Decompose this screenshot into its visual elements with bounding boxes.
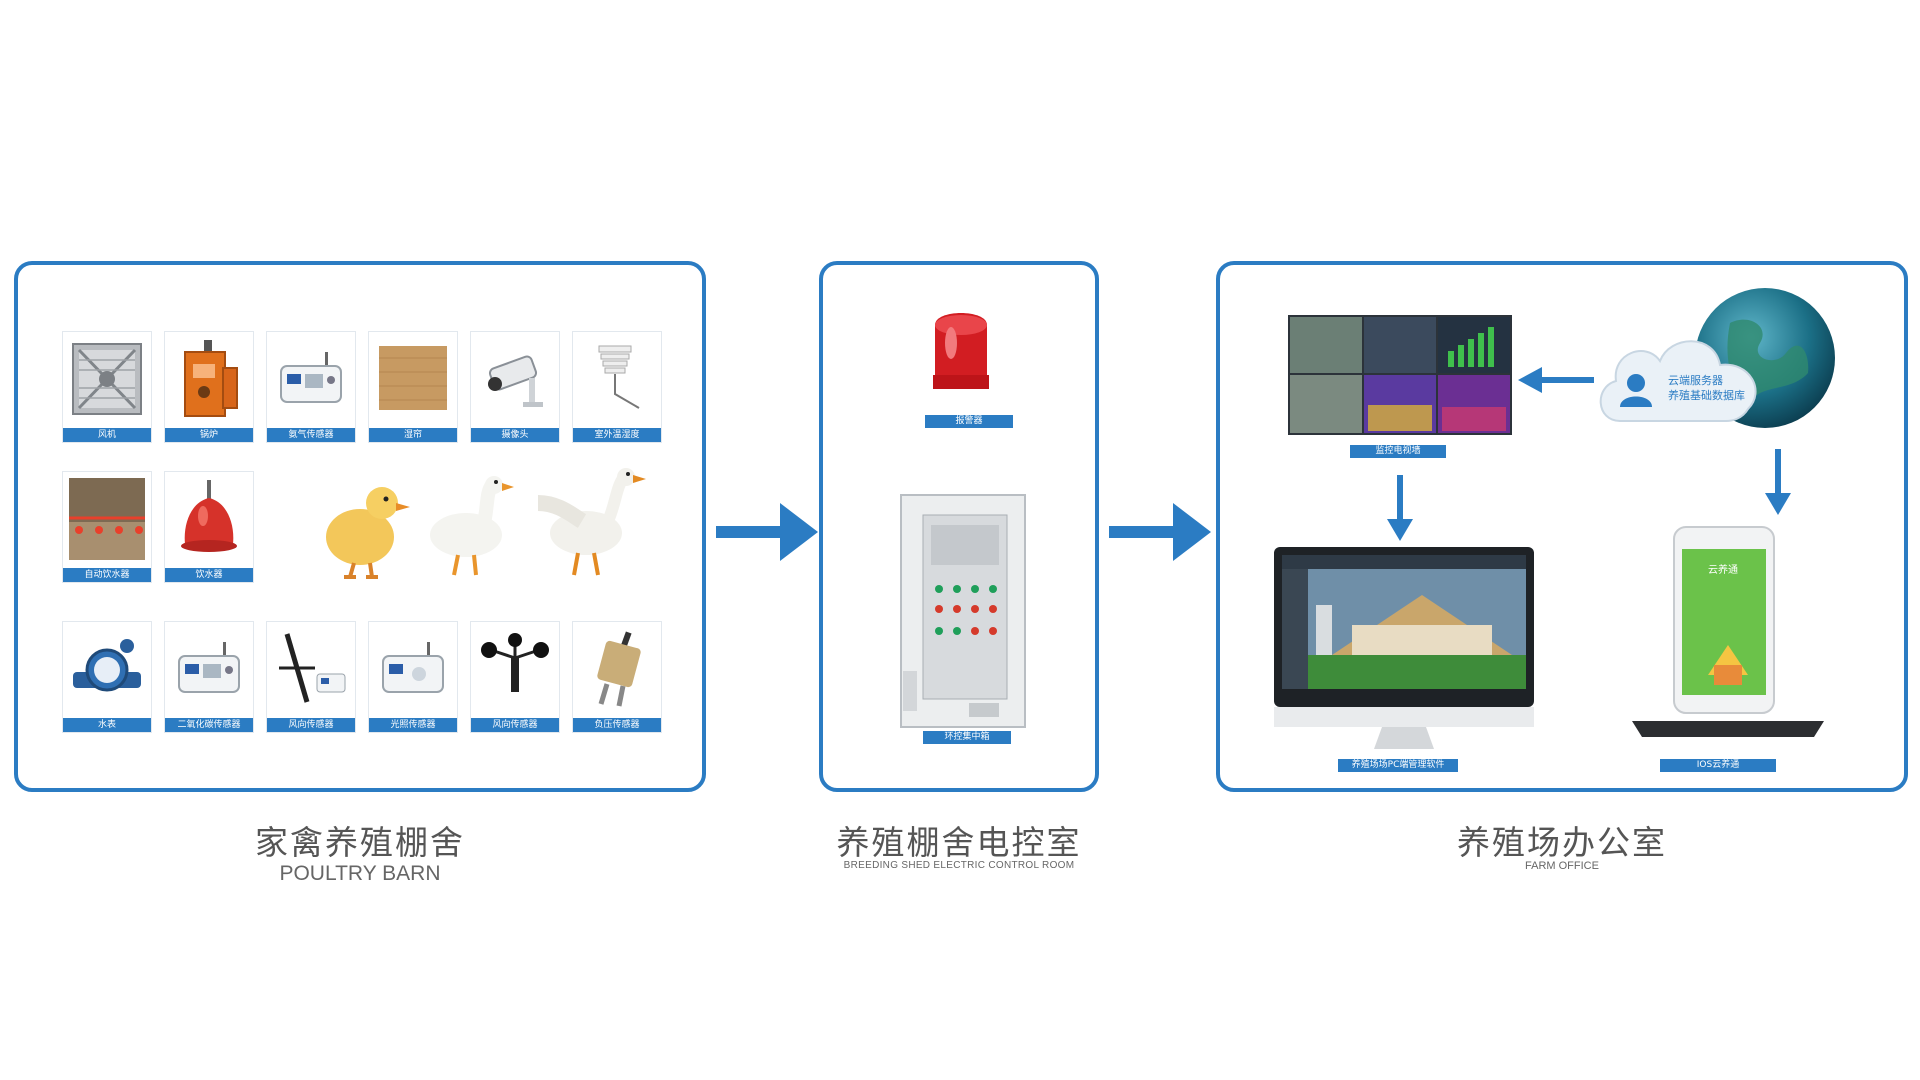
wet-curtain-tile: 湿帘 xyxy=(368,331,458,443)
tile-label: 室外温湿度 xyxy=(573,428,661,442)
sensor-box-icon xyxy=(273,338,349,420)
wind-direction-sensor-tile: 风向传感器 xyxy=(266,621,356,733)
control-room-panel: 报警器 环控集中箱 xyxy=(819,261,1099,792)
tile-label: 氨气传感器 xyxy=(267,428,355,442)
alarm-label: 报警器 xyxy=(925,415,1013,428)
weather-shield-icon xyxy=(579,338,655,420)
tile-label: 自动饮水器 xyxy=(63,568,151,582)
tile-label: 湿帘 xyxy=(369,428,457,442)
tile-label: 摄像头 xyxy=(471,428,559,442)
tile-label: 二氧化碳传感器 xyxy=(165,718,253,732)
tile-label: 负压传感器 xyxy=(573,718,661,732)
alarm-light-icon xyxy=(921,305,1001,401)
cloud-text-line: 养殖基础数据库 xyxy=(1668,389,1745,402)
outdoor-temp-humidity-tile: 室外温湿度 xyxy=(572,331,662,443)
water-meter-icon xyxy=(69,628,145,710)
cloud-text-line: 云端服务器 xyxy=(1668,374,1723,387)
cabinet-label: 环控集中箱 xyxy=(923,731,1011,744)
pressure-sensor-tile: 负压传感器 xyxy=(572,621,662,733)
light-sensor-tile: 光照传感器 xyxy=(368,621,458,733)
arrow-left-icon xyxy=(1516,365,1596,395)
pressure-sensor-icon xyxy=(579,628,655,710)
camera-tile: 摄像头 xyxy=(470,331,560,443)
section-title-en: BREEDING SHED ELECTRIC CONTROL ROOM xyxy=(843,860,1075,871)
phone-app-name: 云养通 xyxy=(1708,565,1738,576)
camera-icon xyxy=(477,338,553,420)
fan-tile: 风机 xyxy=(62,331,152,443)
flow-arrow-right xyxy=(1105,497,1215,567)
anemometer-tile: 风向传感器 xyxy=(470,621,560,733)
goose-icon xyxy=(532,463,652,583)
wind-vane-icon xyxy=(273,628,349,710)
section-title-cn: 家禽养殖棚舍 xyxy=(255,823,465,862)
anemometer-icon xyxy=(477,628,553,710)
section-title-en: POULTRY BARN xyxy=(279,862,441,885)
drinker-tile: 饮水器 xyxy=(164,471,254,583)
arrow-down-icon xyxy=(1763,447,1793,517)
monitor-wall-label: 监控电视墙 xyxy=(1350,445,1446,458)
farm-office-panel: 监控电视墙 云端服务器 养殖基础数据库 xyxy=(1216,261,1908,792)
boiler-tile: 锅炉 xyxy=(164,331,254,443)
tile-label: 风机 xyxy=(63,428,151,442)
cloud-text: 云端服务器 养殖基础数据库 xyxy=(1668,373,1745,403)
control-cabinet-icon xyxy=(895,491,1031,731)
co2-sensor-tile: 二氧化碳传感器 xyxy=(164,621,254,733)
ios-app-label: IOS云养通 xyxy=(1660,759,1776,772)
section-title-cn: 养殖棚舍电控室 xyxy=(836,823,1082,862)
tile-label: 水表 xyxy=(63,718,151,732)
duckling-icon xyxy=(314,473,414,583)
tile-label: 风向传感器 xyxy=(267,718,355,732)
boiler-icon xyxy=(171,338,247,420)
cloud-server-icon xyxy=(1590,321,1770,431)
flow-arrow-right xyxy=(712,497,822,567)
auto-drinker-tile: 自动饮水器 xyxy=(62,471,152,583)
tile-label: 锅炉 xyxy=(165,428,253,442)
tile-label: 光照传感器 xyxy=(369,718,457,732)
tile-label: 饮水器 xyxy=(165,568,253,582)
pc-software-label: 养殖场场PC端管理软件 xyxy=(1338,759,1458,772)
arrow-down-icon xyxy=(1385,473,1415,543)
poultry-barn-panel: 风机 锅炉 氨气传感器 xyxy=(14,261,706,792)
drinker-bell-icon xyxy=(171,478,247,560)
smartphone-icon xyxy=(1628,525,1828,755)
monitor-wall-icon xyxy=(1288,315,1512,435)
sensor-box-icon xyxy=(375,628,451,710)
tile-label: 风向传感器 xyxy=(471,718,559,732)
water-meter-tile: 水表 xyxy=(62,621,152,733)
ammonia-sensor-tile: 氨气传感器 xyxy=(266,331,356,443)
section-title-cn: 养殖场办公室 xyxy=(1457,823,1667,862)
sensor-box-icon xyxy=(171,628,247,710)
fan-icon xyxy=(69,338,145,420)
desktop-monitor-icon xyxy=(1272,545,1536,755)
section-title-en: FARM OFFICE xyxy=(1525,860,1599,872)
wet-curtain-icon xyxy=(375,338,451,420)
drinker-line-icon xyxy=(69,478,145,560)
duck-icon xyxy=(422,471,522,581)
